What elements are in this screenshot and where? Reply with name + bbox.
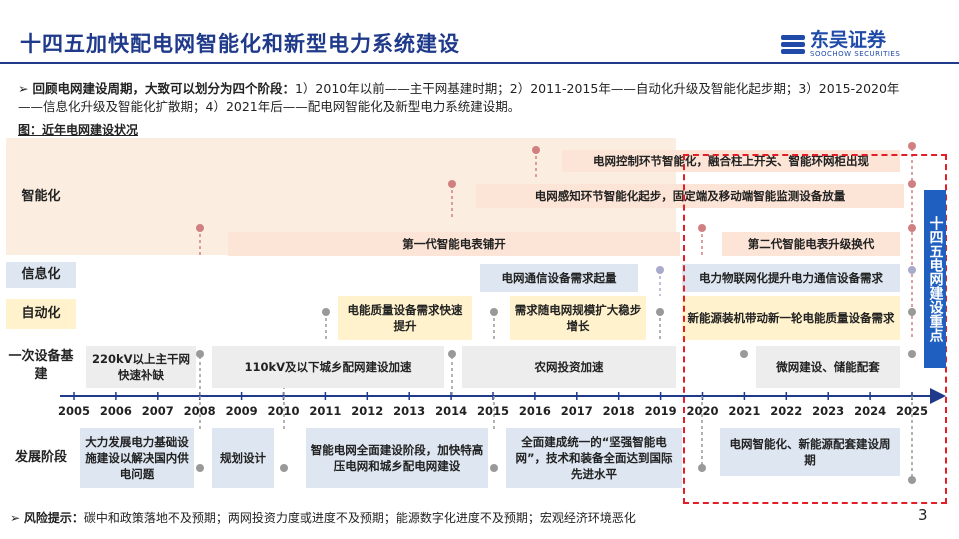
pin-2015-stage	[490, 464, 498, 472]
pin-2025-auto	[908, 308, 916, 316]
pin-2025-base	[908, 350, 916, 358]
year-label: 2018	[602, 404, 635, 418]
bullet-icon: ➢	[18, 81, 29, 96]
logo-name: 东吴证券	[810, 29, 887, 51]
bullet-icon: ➢	[10, 511, 21, 525]
pin-2014-smart	[448, 180, 456, 188]
highlight-label: 十四五电网建设重点	[924, 190, 946, 368]
row-label-primary: 一次设备基建	[6, 343, 76, 389]
row-label-info: 信息化	[6, 262, 76, 288]
pin-2008-smart	[196, 224, 204, 232]
pin-2020-smart	[698, 224, 706, 232]
auto-box-quality: 电能质量设备需求快速提升	[338, 296, 472, 340]
year-label: 2007	[141, 404, 174, 418]
year-label: 2020	[686, 404, 719, 418]
year-label: 2023	[812, 404, 845, 418]
year-label: 2017	[560, 404, 593, 418]
stage-box-1: 大力发展电力基础设施建设以解决国内供电问题	[80, 428, 194, 488]
intro-paragraph: ➢ 回顾电网建设周期，大致可以划分为四个阶段：1）2010年以前——主干网基建时…	[18, 80, 918, 116]
prim-box-microgrid: 微网建设、储能配套	[756, 346, 900, 388]
intro-bold: 回顾电网建设周期，大致可以划分为四个阶段：	[32, 81, 295, 96]
pin-2014-base	[448, 350, 456, 358]
risk-bold: 风险提示：	[23, 511, 84, 525]
year-label: 2024	[854, 404, 887, 418]
prim-box-rural: 农网投资加速	[462, 346, 676, 388]
risk-text: 碳中和政策落地不及预期；两网投资力度或进度不及预期；能源数字化进度不及预期；宏观…	[83, 511, 636, 525]
logo-subtitle: SOOCHOW SECURITIES	[810, 50, 901, 58]
year-label: 2012	[351, 404, 384, 418]
highlight-label-text: 十四五电网建设重点	[927, 216, 944, 342]
pin-2021-base	[740, 350, 748, 358]
info-box-comm: 电网通信设备需求起量	[480, 264, 638, 292]
smart-box-meter-2: 第二代智能电表升级换代	[722, 232, 900, 256]
auto-box-newenergy: 新能源装机带动新一轮电能质量设备需求	[682, 296, 900, 340]
year-label: 2013	[393, 404, 426, 418]
row-label-stage: 发展阶段	[6, 430, 76, 486]
year-label: 2014	[435, 404, 468, 418]
stage-box-2: 规划设计	[212, 428, 274, 488]
stage-box-3: 智能电网全面建设阶段，加快特高压电网和城乡配电网建设	[306, 428, 488, 488]
logo-icon	[781, 35, 805, 54]
prim-box-220kv: 220kV以上主干网快速补缺	[86, 346, 196, 388]
pin-2010-stage	[280, 464, 288, 472]
pin-2015-auto	[490, 308, 498, 316]
year-label: 2021	[728, 404, 761, 418]
info-box-iot: 电力物联网化提升电力通信设备需求	[682, 264, 900, 292]
pin-2025-smart-c	[908, 224, 916, 232]
year-label: 2022	[770, 404, 803, 418]
stage-box-4: 全面建成统一的“坚强智能电网”，技术和装备全面达到国际先进水平	[506, 428, 682, 488]
year-label: 2006	[99, 404, 132, 418]
pins	[196, 142, 916, 484]
smart-box-sensing: 电网感知环节智能化起步，固定端及移动端智能监测设备放量	[476, 184, 904, 208]
pin-2025-smart-b	[908, 180, 916, 188]
year-label: 2010	[267, 404, 300, 418]
pin-2019-info	[656, 266, 664, 274]
stage-box-5: 电网智能化、新能源配套建设周期	[720, 428, 900, 476]
pin-2016-smart	[532, 146, 540, 154]
smart-box-meter-1: 第一代智能电表铺开	[228, 232, 680, 256]
page-title: 十四五加快配电网智能化和新型电力系统建设	[20, 32, 460, 56]
pin-2025-stage	[908, 476, 916, 484]
header-divider	[0, 62, 959, 64]
pin-2025-smart-a	[908, 142, 916, 150]
company-logo: 东吴证券 SOOCHOW SECURITIES	[780, 30, 900, 58]
year-label: 2009	[225, 404, 258, 418]
year-label: 2005	[57, 404, 90, 418]
pin-2008-stage	[196, 464, 204, 472]
pin-2025-info	[908, 266, 916, 274]
row-label-smart: 智能化	[21, 188, 61, 204]
risk-note: ➢ 风险提示：碳中和政策落地不及预期；两网投资力度或进度不及预期；能源数字化进度…	[10, 509, 636, 526]
pin-2011-auto	[322, 308, 330, 316]
year-label: 2008	[183, 404, 216, 418]
pin-2019-auto	[656, 308, 664, 316]
prim-box-110kv: 110kV及以下城乡配网建设加速	[212, 346, 444, 388]
year-label: 2015	[476, 404, 509, 418]
auto-box-growth: 需求随电网规模扩大稳步增长	[510, 296, 646, 340]
row-label-auto: 自动化	[6, 299, 76, 329]
figure-label: 图：近年电网建设状况	[18, 123, 139, 137]
page-number: 3	[918, 506, 928, 524]
year-label: 2025	[895, 404, 928, 418]
year-label: 2019	[644, 404, 677, 418]
pin-2008-base	[196, 350, 204, 358]
highlight-region	[683, 154, 947, 504]
year-label: 2011	[309, 404, 342, 418]
intro-text: 1）2010年以前——主干网基建时期；2）2011-2015年——自动化升级及智…	[18, 81, 900, 114]
year-label: 2016	[518, 404, 551, 418]
pin-2020-stage	[698, 464, 706, 472]
